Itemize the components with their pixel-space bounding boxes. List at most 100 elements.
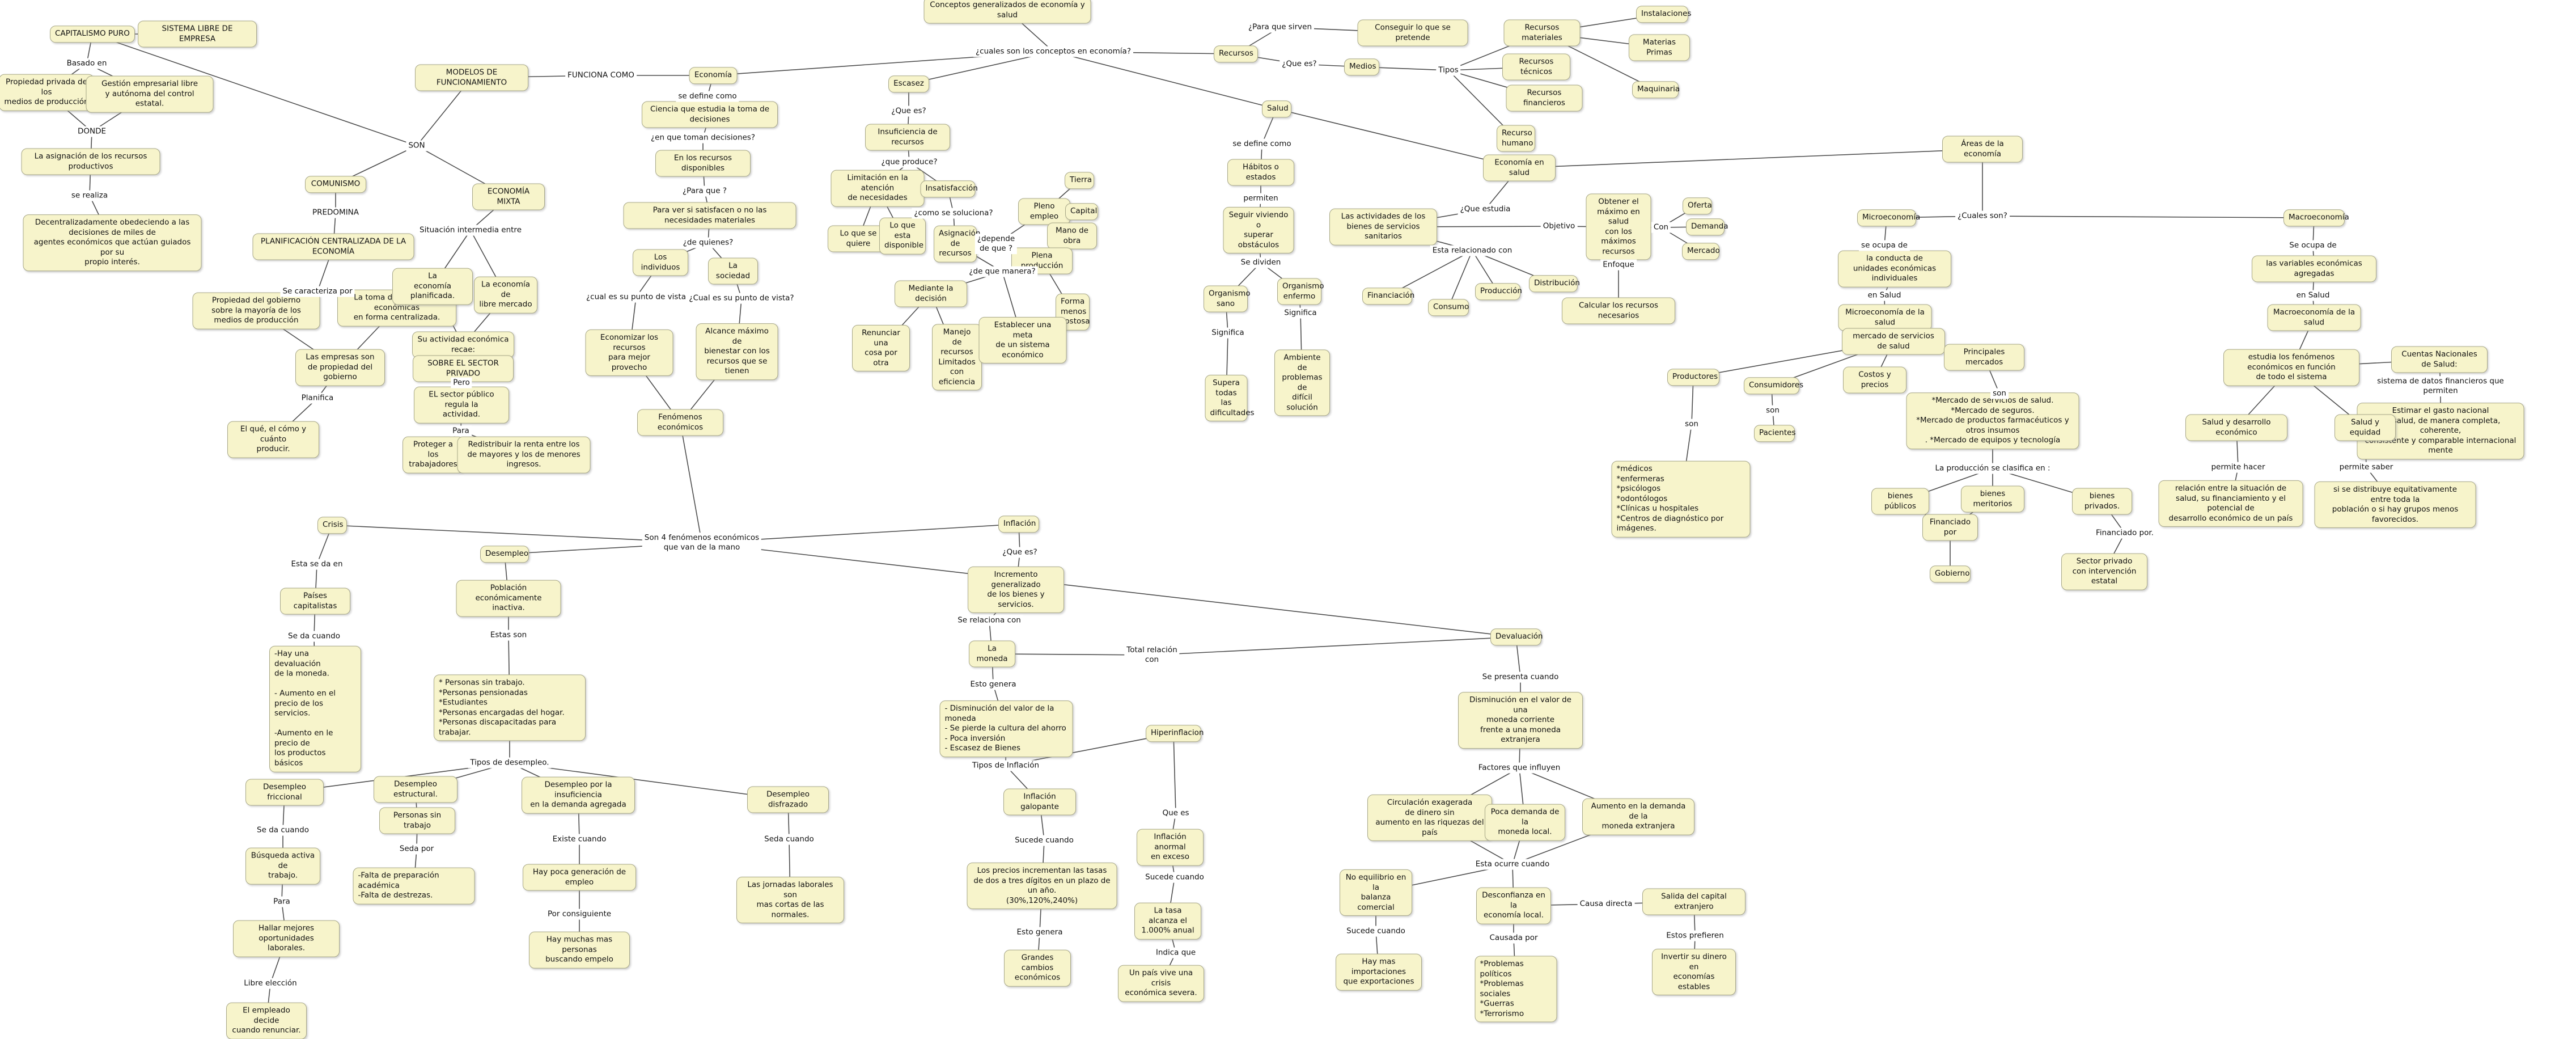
concept-node-supera[interactable]: Supera todas las dificultades <box>1205 374 1255 422</box>
concept-node-recursos-disponibles[interactable]: En los recursos disponibles <box>655 150 751 177</box>
concept-node-tierra[interactable]: Tierra <box>1065 172 1094 189</box>
concept-node-personas-sin-trabajo[interactable]: Personas sin trabajo <box>379 807 455 834</box>
concept-node-mercados-lista[interactable]: *Mercado de servicios de salud. *Mercado… <box>1906 392 2079 449</box>
concept-node-financiado-por[interactable]: Financiado por <box>1922 514 1978 541</box>
concept-node-habitos[interactable]: Hábitos o estados <box>1227 159 1294 186</box>
concept-node-anormal[interactable]: Inflación anormal en exceso <box>1137 829 1204 866</box>
link-label-punto-vista-2[interactable]: ¿Cual es su punto de vista? <box>687 293 796 304</box>
link-label-cuales-conceptos[interactable]: ¿cuales son los conceptos en economía? <box>973 46 1133 57</box>
concept-node-poca-demanda[interactable]: Poca demanda de la moneda local. <box>1485 804 1565 841</box>
link-label-depende[interactable]: ¿depende de que ? <box>975 234 1018 254</box>
concept-node-jornadas[interactable]: Las jornadas laborales son mas cortas de… <box>736 876 844 924</box>
link-label-cuales-son[interactable]: ¿Cuales son? <box>1955 210 2010 222</box>
concept-node-establecer-meta[interactable]: Establecer una meta de un sistema económ… <box>978 316 1067 364</box>
link-label-se-caracteriza[interactable]: Se caracteriza por <box>280 286 355 297</box>
link-label-se-realiza[interactable]: se realiza <box>69 190 111 201</box>
link-label-en-salud-micro[interactable]: en Salud <box>1865 290 1904 301</box>
concept-node-economia-planificada[interactable]: La economía planificada. <box>392 268 473 305</box>
concept-node-forma-costosa[interactable]: Forma menos costosa <box>1056 293 1090 331</box>
link-label-son-productores[interactable]: son <box>1683 419 1701 430</box>
link-label-cuatro-fenomenos[interactable]: Son 4 fenómenos económicos que van de la… <box>642 533 762 553</box>
concept-node-insatisfaccion[interactable]: Insatisfacción <box>920 180 978 197</box>
link-label-causada-por[interactable]: Causada por <box>1487 932 1540 944</box>
link-label-sistema-datos[interactable]: sistema de datos financieros que permite… <box>2372 376 2509 396</box>
concept-node-relacion-situacion[interactable]: relación entre la situación de salud, su… <box>2158 480 2303 527</box>
concept-node-modelos[interactable]: MODELOS DE FUNCIONAMIENTO <box>415 64 528 91</box>
concept-node-problemas[interactable]: *Problemas políticos *Problemas sociales… <box>1475 956 1557 1023</box>
concept-node-la-moneda[interactable]: La moneda <box>969 640 1015 668</box>
concept-node-incremento-generalizado[interactable]: Incremento generalizado de los bienes y … <box>968 566 1064 614</box>
link-label-son-mercados[interactable]: son <box>1990 388 2009 399</box>
concept-node-obtener-maximo[interactable]: Obtener el máximo en salud con los máxim… <box>1586 193 1651 260</box>
concept-node-ciencia-decisiones[interactable]: Ciencia que estudia la toma de decisione… <box>642 101 778 128</box>
concept-node-redistribuir[interactable]: Redistribuir la renta entre los de mayor… <box>457 436 591 474</box>
concept-node-conseguir[interactable]: Conseguir lo que se pretende <box>1357 19 1468 47</box>
link-label-estos-prefieren[interactable]: Estos prefieren <box>1664 930 1726 941</box>
concept-node-microeconomia[interactable]: Microeconomía <box>1857 209 1920 226</box>
concept-node-recursos-tecnicos[interactable]: Recursos técnicos <box>1502 53 1570 81</box>
link-label-para-friccional[interactable]: Para <box>271 896 293 907</box>
concept-node-lo-que-quiere[interactable]: Lo que se quiere <box>828 225 889 252</box>
concept-node-oferta[interactable]: Oferta <box>1683 197 1712 214</box>
concept-node-propiedad-gobierno[interactable]: Propiedad del gobierno sobre la mayoría … <box>192 292 320 330</box>
concept-node-invertir[interactable]: Invertir su dinero en economías estables <box>1652 948 1736 996</box>
link-label-esto-genera-2[interactable]: Esto genera <box>1014 927 1065 938</box>
link-label-en-que-toman[interactable]: ¿en que toman decisiones? <box>648 132 758 143</box>
link-label-sucede-balanza[interactable]: Sucede cuando <box>1344 926 1408 937</box>
concept-node-medicos-lista[interactable]: *médicos *enfermeras *psicólogos *odontó… <box>1611 461 1751 538</box>
link-label-tipos-inflacion[interactable]: Tipos de Inflación <box>969 760 1042 771</box>
link-label-en-salud-macro[interactable]: en Salud <box>2294 290 2332 301</box>
concept-node-productores[interactable]: Productores <box>1667 369 1719 386</box>
concept-node-salud-desarrollo[interactable]: Salud y desarrollo económico <box>2185 414 2287 441</box>
concept-node-distribucion[interactable]: Distribución <box>1529 275 1580 292</box>
concept-node-economizar[interactable]: Economizar los recursos para mejor prove… <box>585 329 673 377</box>
link-label-como-soluciona[interactable]: ¿como se soluciona? <box>912 208 995 219</box>
concept-node-capital[interactable]: Capital <box>1065 203 1098 220</box>
concept-node-empleado-decide[interactable]: El empleado decide cuando renunciar. <box>226 1002 307 1039</box>
concept-node-bienes-privados[interactable]: bienes privados. <box>2072 488 2132 515</box>
link-label-significa-2[interactable]: Significa <box>1282 307 1319 319</box>
concept-node-manejo-recursos[interactable]: Manejo de recursos Limitados con eficien… <box>932 324 982 391</box>
concept-node-insuficiencia-demanda[interactable]: Desempleo por la insuficiencia en la dem… <box>522 776 635 814</box>
concept-node-consumidores[interactable]: Consumidores <box>1744 377 1803 394</box>
concept-node-economia-mixta[interactable]: ECONOMÍA MIXTA <box>472 183 545 210</box>
concept-node-libre-mercado[interactable]: La economía de libre mercado <box>474 276 537 314</box>
concept-node-consumo[interactable]: Consumo <box>1428 299 1469 316</box>
concept-node-poblacion-inactiva[interactable]: Población económicamente inactiva. <box>456 580 561 617</box>
concept-node-salud-equidad[interactable]: Salud y equidad <box>2334 414 2396 441</box>
concept-node-estudia-fenomenos[interactable]: estudia los fenómenos económicos en func… <box>2223 349 2359 386</box>
concept-node-demanda[interactable]: Demanda <box>1686 218 1728 235</box>
concept-node-sociedad[interactable]: La sociedad <box>708 257 758 285</box>
link-label-de-que-manera[interactable]: ¿de que manera? <box>967 266 1038 277</box>
link-label-relacionado[interactable]: Esta relacionado con <box>1430 245 1515 256</box>
concept-node-economia-salud[interactable]: Economía en salud <box>1483 154 1556 181</box>
concept-node-economia[interactable]: Economía <box>689 67 738 84</box>
link-label-punto-vista-1[interactable]: ¿cual es su punto de vista <box>583 292 689 303</box>
link-label-factores[interactable]: Factores que influyen <box>1476 762 1563 774</box>
concept-node-sistema-libre[interactable]: SISTEMA LIBRE DE EMPRESA <box>138 20 257 48</box>
link-label-que-estudia[interactable]: ¿Que estudia <box>1458 204 1513 215</box>
concept-node-salida-capital[interactable]: Salida del capital extranjero <box>1642 888 1745 915</box>
concept-node-insuficiencia[interactable]: Insuficiencia de recursos <box>865 124 950 151</box>
concept-node-friccional[interactable]: Desempleo friccional <box>245 779 324 806</box>
link-label-se-ocupa-macro[interactable]: Se ocupa de <box>2287 240 2339 251</box>
concept-node-mas-importaciones[interactable]: Hay mas importaciones que exportaciones <box>1336 953 1422 991</box>
link-label-objetivo[interactable]: Objetivo <box>1540 221 1578 232</box>
link-label-esta-ocurre[interactable]: Esta ocurre cuando <box>1473 859 1552 870</box>
link-label-significa-1[interactable]: Significa <box>1209 327 1247 339</box>
concept-node-conducta[interactable]: la conducta de unidades económicas indiv… <box>1838 250 1951 288</box>
concept-node-circulacion[interactable]: Circulación exagerada de dinero sin aume… <box>1367 794 1492 842</box>
concept-node-calcular[interactable]: Calcular los recursos necesarios <box>1562 297 1675 324</box>
concept-node-seguir-viviendo[interactable]: Seguir viviendo o superar obstáculos <box>1223 206 1294 254</box>
link-label-permiten[interactable]: permiten <box>1241 193 1281 204</box>
concept-node-alcance-maximo[interactable]: Alcance máximo de bienestar con los recu… <box>696 323 778 380</box>
link-label-tipos[interactable]: Tipos <box>1436 65 1461 76</box>
link-label-esta-se-da[interactable]: Esta se da en <box>289 559 345 570</box>
concept-node-produccion[interactable]: Producción <box>1475 283 1522 300</box>
concept-node-principales-mercados[interactable]: Principales mercados <box>1944 344 2024 371</box>
link-label-con[interactable]: Con <box>1651 222 1671 233</box>
concept-node-devaluacion[interactable]: Devaluación <box>1490 628 1543 645</box>
concept-node-pais-crisis[interactable]: Un país vive una crisis económica severa… <box>1118 965 1204 1002</box>
concept-node-recurso-humano[interactable]: Recurso humano <box>1497 125 1535 152</box>
link-label-se-define-salud[interactable]: se define como <box>1230 138 1294 150</box>
